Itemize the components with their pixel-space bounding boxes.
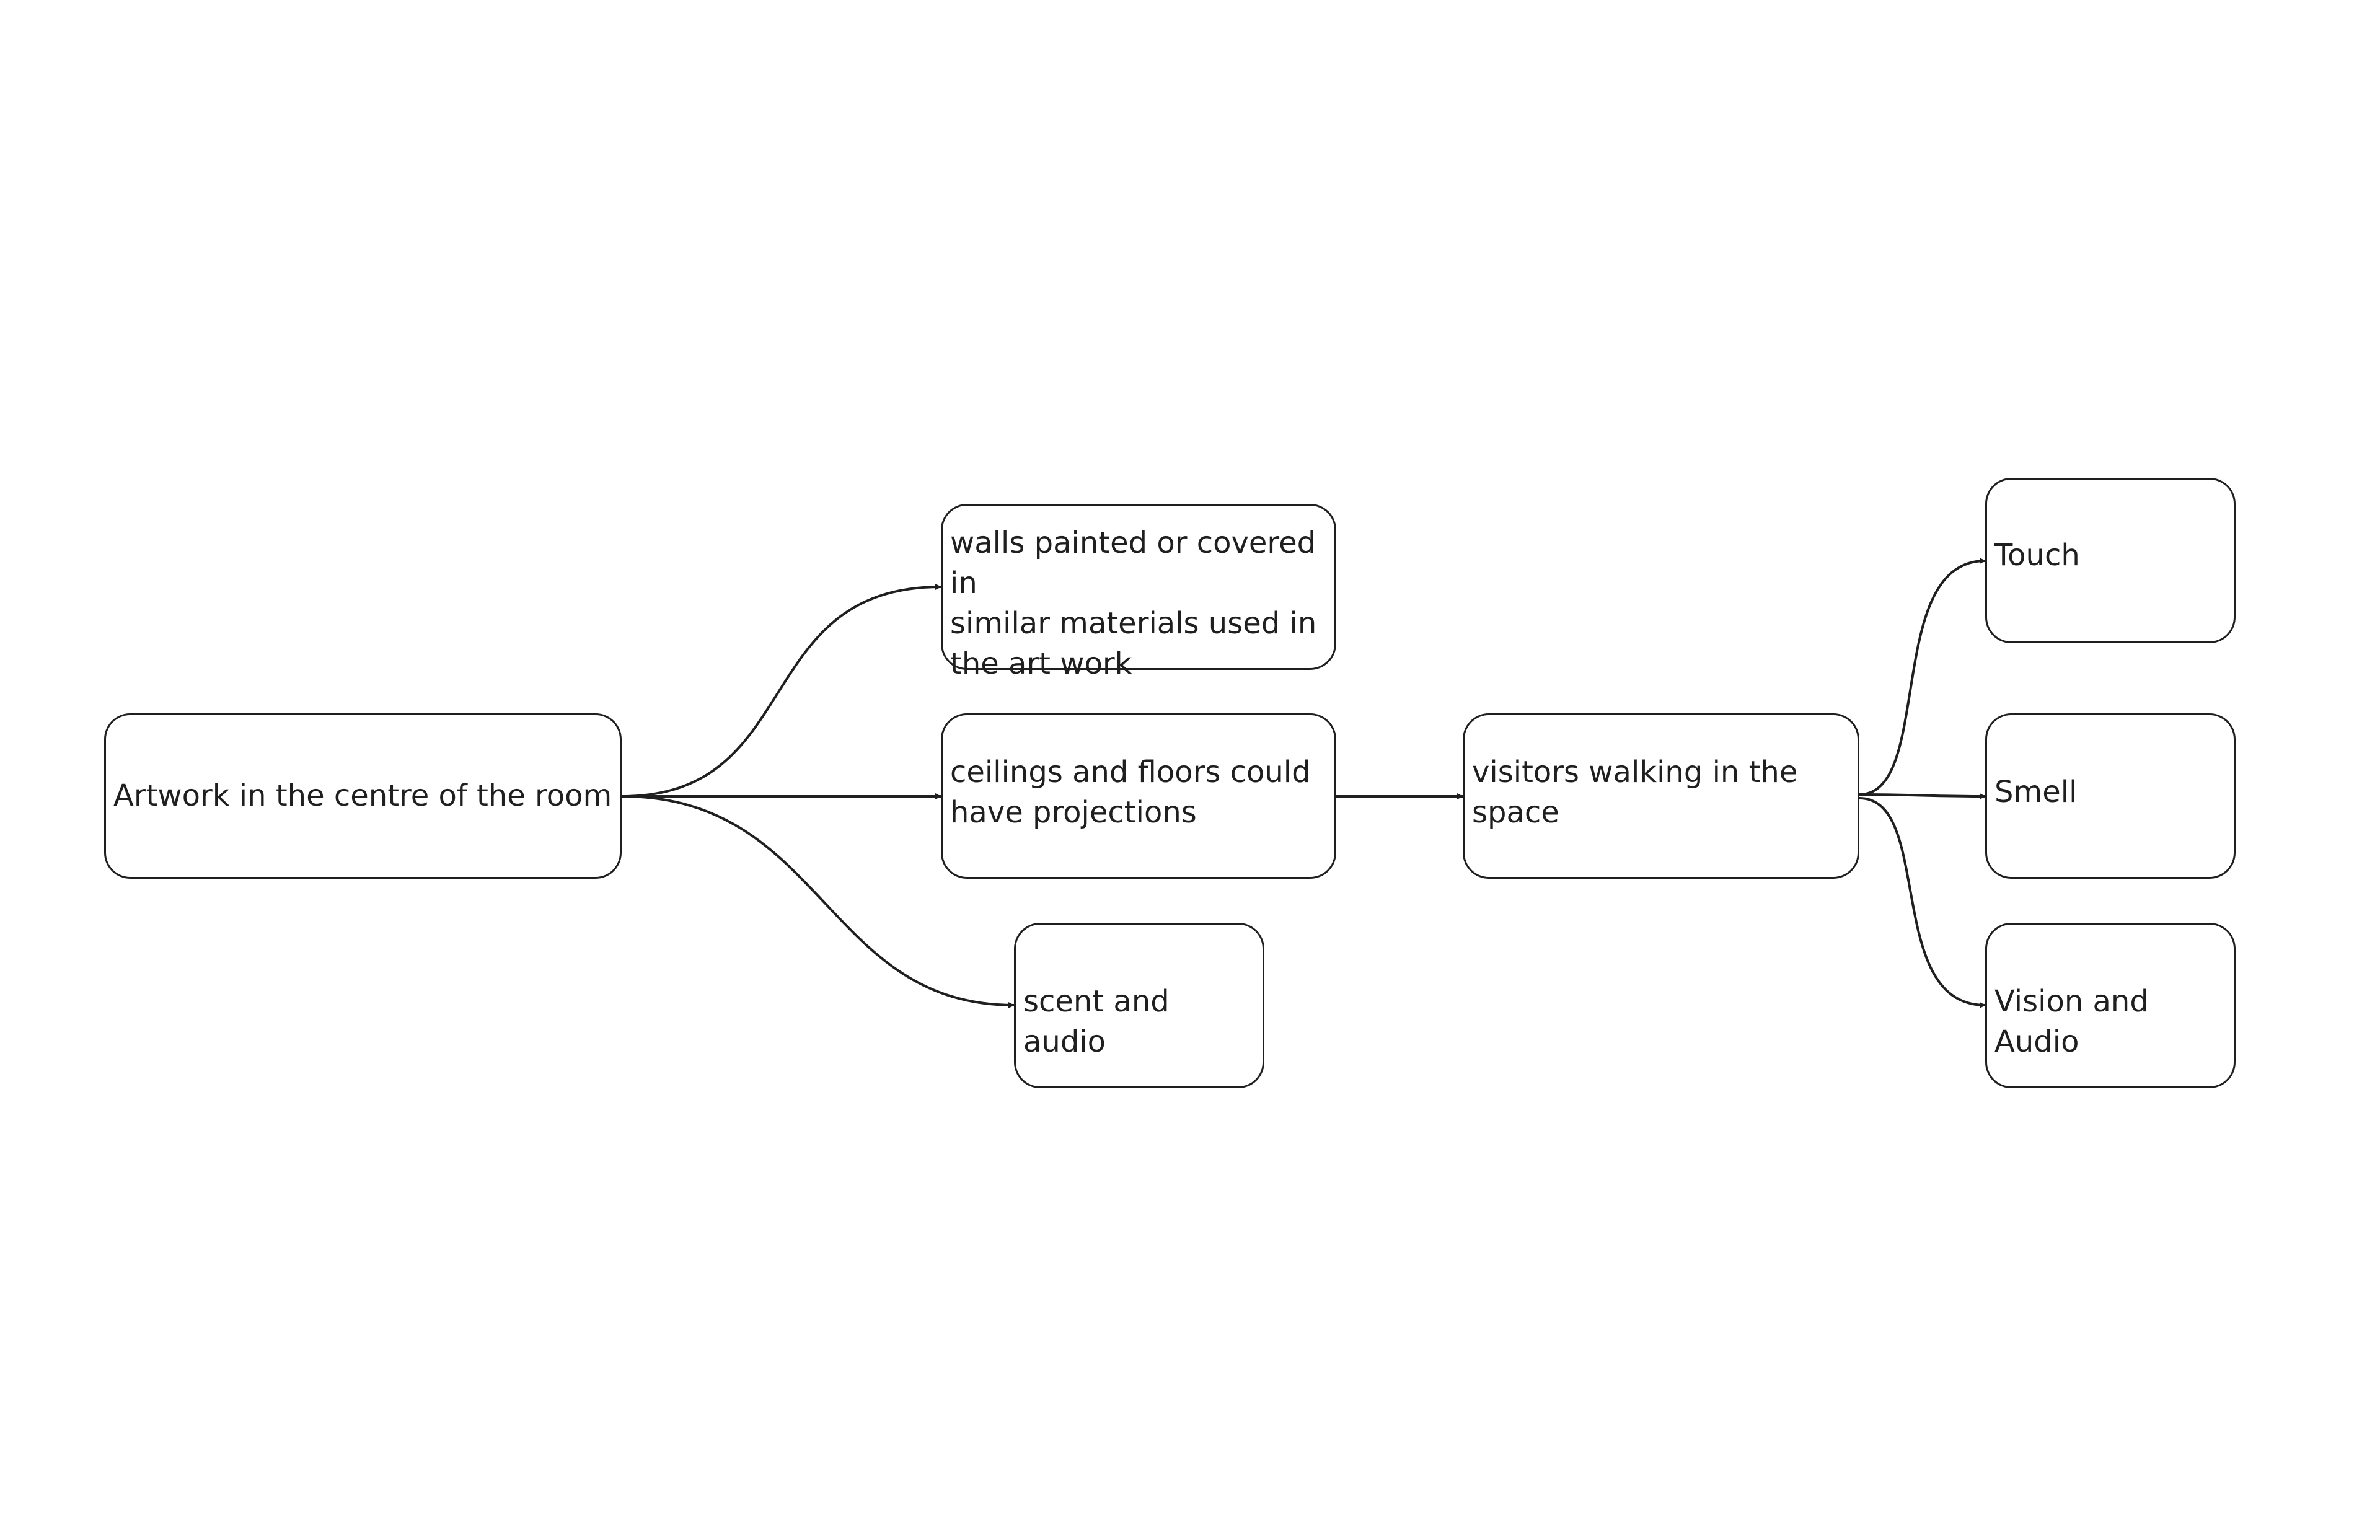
node-touch-label: Touch [1994, 538, 2080, 573]
node-smell-label: Smell [1994, 775, 2078, 809]
node-artwork-label: Artwork in the centre of the room [113, 778, 612, 813]
node-ceilings-label: ceilings and floors could have projectio… [950, 755, 1311, 830]
node-vision[interactable]: Vision and Audio [1985, 923, 2236, 1088]
edge-visitors-vision [1859, 797, 1986, 1008]
edge-artwork-walls [621, 584, 941, 798]
node-scent[interactable]: scent and audio [1014, 923, 1264, 1088]
node-walls-label: walls painted or covered in similar mate… [950, 526, 1317, 681]
node-visitors-label: visitors walking in the space [1472, 755, 1798, 830]
node-smell[interactable]: Smell [1985, 713, 2236, 879]
edge-artwork-scent [621, 795, 1015, 1008]
node-walls[interactable]: walls painted or covered in similar mate… [941, 504, 1336, 681]
node-ceilings[interactable]: ceilings and floors could have projectio… [941, 713, 1336, 879]
node-visitors[interactable]: visitors walking in the space [1463, 713, 1859, 879]
edge-visitors-smell [1859, 793, 1986, 799]
node-touch[interactable]: Touch [1985, 478, 2236, 643]
node-scent-label: scent and audio [1023, 984, 1170, 1059]
node-artwork[interactable]: Artwork in the centre of the room [104, 713, 622, 879]
edge-visitors-touch [1859, 558, 1986, 796]
node-vision-label: Vision and Audio [1994, 984, 2149, 1059]
